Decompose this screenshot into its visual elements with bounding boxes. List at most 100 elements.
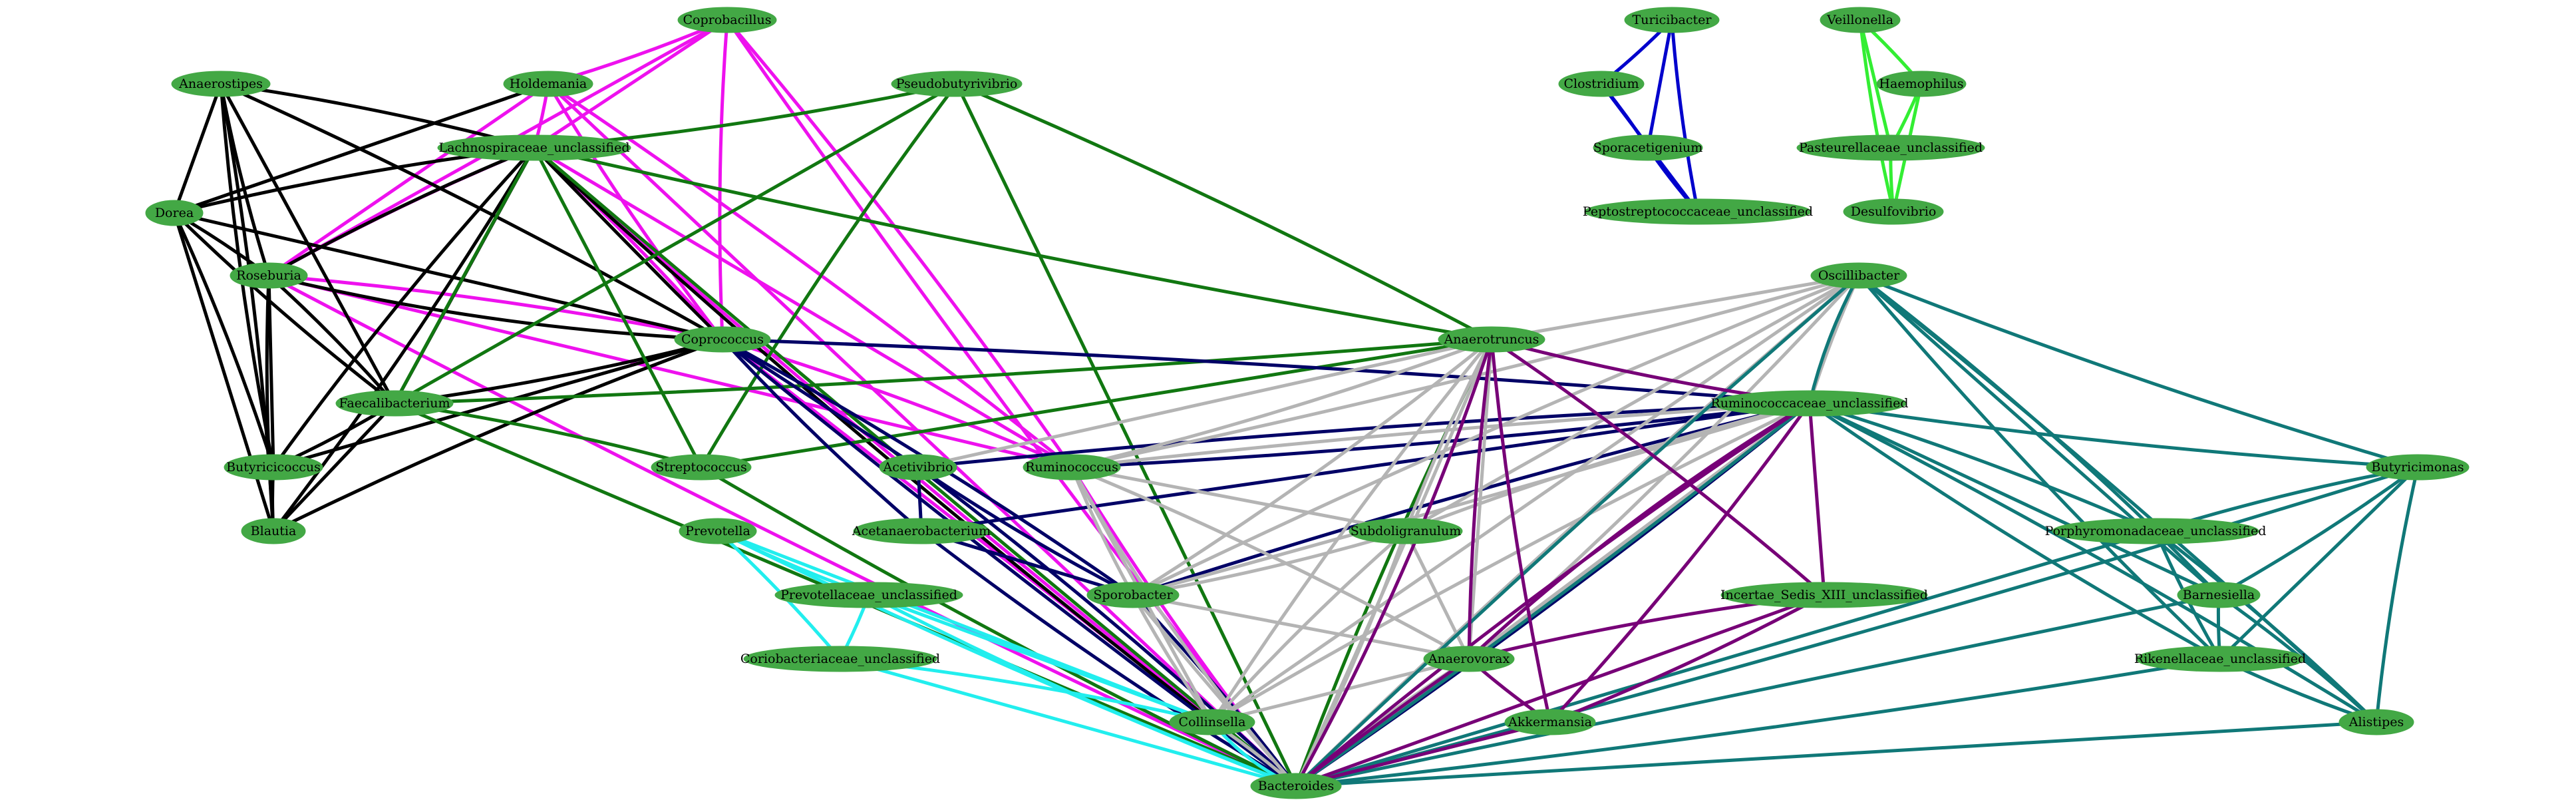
node-sporobacter[interactable]: Sporobacter (1086, 582, 1180, 608)
node-collinsella[interactable]: Collinsella (1169, 709, 1255, 735)
node-haemophilus[interactable]: Haemophilus (1876, 71, 1967, 97)
edge-anaerotruncus-akkermansia (1490, 339, 1552, 723)
node-coprococcus[interactable]: Coprococcus (674, 326, 771, 353)
node-oscillibacter[interactable]: Oscillibacter (1810, 262, 1907, 289)
node-prevotella[interactable]: Prevotella (679, 518, 757, 544)
node-desulfovibrio[interactable]: Desulfovibrio (1843, 198, 1944, 225)
node-anaerotruncus[interactable]: Anaerotruncus (1438, 326, 1545, 353)
edge-barnesiella-bacteroides (1295, 593, 2219, 788)
node-acetivibrio[interactable]: Acetivibrio (879, 454, 957, 481)
node-shape (230, 262, 308, 289)
node-rikenellaceae[interactable]: Rikenellaceae_unclassified (2134, 646, 2306, 672)
node-acetanaerobacterium[interactable]: Acetanaerobacterium (852, 518, 991, 544)
node-shape (1796, 134, 1985, 161)
edge-veillonella-pasteurellaceae (1858, 19, 1893, 148)
node-label: Pasteurellaceae_unclassified (1799, 140, 1983, 155)
node-shape (1810, 262, 1907, 289)
edge-subdoligranulum-collinsella (1211, 530, 1407, 723)
node-label: Faecalibacterium (339, 396, 450, 411)
edge-coprococcus-ruminococcus (722, 337, 1072, 469)
edge-ruminococcaceae-ruminococcus (1071, 401, 1810, 469)
node-label: Akkermansia (1508, 715, 1592, 729)
node-prevotellaceae[interactable]: Prevotellaceae_unclassified (774, 582, 963, 608)
node-ruminococcus[interactable]: Ruminococcus (1023, 454, 1121, 481)
node-turicibacter[interactable]: Turicibacter (1624, 7, 1720, 33)
edge-coprococcus-ruminococcaceae (722, 337, 1810, 405)
edge-ruminococcaceae-barnesiella (1808, 401, 2220, 597)
edge-lachnospiraceae-roseburia (267, 146, 535, 278)
node-butyricimonas[interactable]: Butyricimonas (2366, 454, 2470, 481)
node-anaerovorax[interactable]: Anaerovorax (1423, 646, 1515, 672)
node-blautia[interactable]: Blautia (241, 518, 306, 544)
node-akkermansia[interactable]: Akkermansia (1504, 709, 1596, 735)
node-streptococcus[interactable]: Streptococcus (651, 454, 752, 481)
node-pasteurellaceae[interactable]: Pasteurellaceae_unclassified (1796, 134, 1985, 161)
node-porphyromonadaceae[interactable]: Porphyromonadaceae_unclassified (2045, 518, 2267, 544)
edge-anaerotruncus-bacteroides (1294, 339, 1494, 787)
node-shape (224, 454, 323, 481)
node-shape (1720, 582, 1928, 608)
node-clostridium[interactable]: Clostridium (1558, 71, 1645, 97)
node-barnesiella[interactable]: Barnesiella (2177, 582, 2261, 608)
edge-oscillibacter-ruminococcus (1071, 274, 1859, 469)
node-subdoligranulum[interactable]: Subdoligranulum (1349, 518, 1463, 544)
node-label: Anaerotruncus (1444, 332, 1539, 347)
node-shape (1349, 518, 1463, 544)
node-shape (1712, 390, 1907, 417)
edge-ruminococcaceae-sporobacter (1132, 401, 1810, 597)
node-incertae[interactable]: Incertae_Sedis_XIII_unclassified (1720, 582, 1928, 608)
edge-dorea-blautia (172, 212, 275, 532)
node-label: Coprococcus (681, 332, 764, 347)
node-alistipes[interactable]: Alistipes (2338, 709, 2414, 735)
edge-ruminococcaceae-acetanaerobacterium (921, 401, 1810, 533)
node-pseudobutyrivibrio[interactable]: Pseudobutyrivibrio (891, 71, 1023, 97)
edge-oscillibacter-collinsella (1211, 274, 1860, 724)
node-label: Subdoligranulum (1351, 524, 1462, 538)
edge-ruminococcus-anaerovorax (1071, 465, 1470, 661)
node-label: Streptococcus (655, 460, 747, 475)
node-peptostrepto[interactable]: Peptostreptococcaceae_unclassified (1583, 198, 1813, 225)
edge-coprococcus-acetanaerobacterium (721, 338, 923, 532)
node-ruminococcaceae[interactable]: Ruminococcaceae_unclassified (1710, 390, 1909, 417)
node-anaerostipes[interactable]: Anaerostipes (171, 71, 271, 97)
node-butyricicoccus[interactable]: Butyricicoccus (224, 454, 323, 481)
node-shape (1423, 646, 1515, 672)
edge-coprococcus-butyricicoccus (273, 337, 723, 469)
node-holdemania[interactable]: Holdemania (503, 71, 593, 97)
node-label: Bacteroides (1258, 779, 1335, 793)
edge-anaerotruncus-incertae (1490, 337, 1826, 596)
edge-holdemania-dorea (174, 82, 549, 215)
node-label: Prevotellaceae_unclassified (780, 588, 957, 602)
edge-acetivibrio-bacteroides (917, 466, 1297, 787)
node-dorea[interactable]: Dorea (145, 200, 204, 226)
node-shape (1876, 71, 1967, 97)
edge-butyricimonas-alistipes (2374, 467, 2420, 723)
edge-oscillibacter-subdoligranulum (1404, 274, 1860, 533)
node-shape (171, 71, 271, 97)
edge-coprobacillus-ruminococcus (726, 19, 1074, 469)
node-roseburia[interactable]: Roseburia (230, 262, 308, 289)
node-shape (2177, 582, 2261, 608)
node-shape (2366, 454, 2470, 481)
node-sporacetigenium[interactable]: Sporacetigenium (1593, 134, 1703, 161)
node-coprobacillus[interactable]: Coprobacillus (677, 7, 777, 33)
node-label: Anaerovorax (1428, 652, 1510, 666)
node-veillonella[interactable]: Veillonella (1820, 7, 1901, 33)
node-label: Porphyromonadaceae_unclassified (2045, 524, 2267, 538)
edge-butyricimonas-rikenellaceae (2219, 466, 2419, 660)
node-shape (743, 646, 937, 672)
edge-holdemania-coprococcus (546, 83, 724, 341)
node-coriobacteriaceae[interactable]: Coriobacteriaceae_unclassified (740, 646, 940, 672)
node-shape (241, 518, 306, 544)
node-lachnospiraceae[interactable]: Lachnospiraceae_unclassified (437, 134, 631, 161)
node-shape (1558, 71, 1645, 97)
node-label: Barnesiella (2183, 588, 2255, 602)
node-faecalibacterium[interactable]: Faecalibacterium (335, 390, 454, 417)
edge-lachnospiraceae-streptococcus (532, 146, 703, 469)
edge-coprobacillus-coprococcus (718, 19, 729, 340)
node-label: Roseburia (236, 268, 301, 283)
node-shape (1504, 709, 1596, 735)
edge-butyricimonas-bacteroides (1295, 465, 2418, 788)
node-bacteroides[interactable]: Bacteroides (1250, 773, 1342, 799)
node-label: Coprobacillus (683, 13, 771, 27)
